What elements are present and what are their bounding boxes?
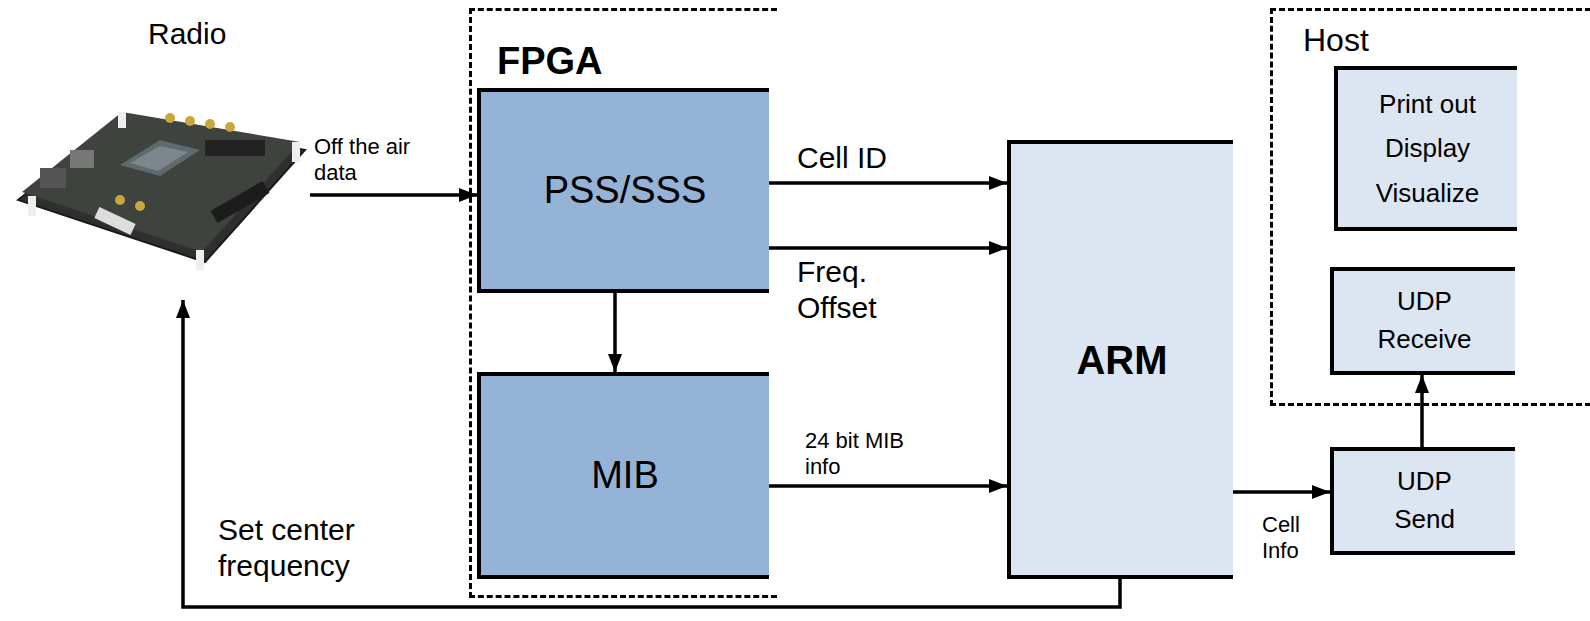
signal-arrow <box>183 300 1120 607</box>
sma-connector <box>115 195 125 205</box>
box-label: ARM <box>1076 336 1167 384</box>
signal-arrow <box>1233 490 1330 494</box>
signal-label: Off the air data <box>314 134 434 187</box>
board-chip <box>120 140 200 176</box>
edge-label-holder: Cell ID <box>797 140 947 176</box>
radio-node: Radio <box>10 10 310 300</box>
process-box: UDP Send <box>1330 447 1515 555</box>
signal-arrow <box>1420 375 1424 447</box>
process-box: Print out Display Visualize <box>1334 66 1517 231</box>
standoff <box>118 112 126 128</box>
signal-arrow <box>769 181 1007 185</box>
board-port <box>94 207 135 235</box>
host-group: HostPrint out Display VisualizeUDP Recei… <box>1270 8 1590 406</box>
process-box: PSS/SSS <box>477 88 769 293</box>
group-heading: Radio <box>148 16 226 52</box>
signal-arrow <box>769 246 1007 250</box>
box-label: MIB <box>591 453 659 499</box>
fpga-group: FPGA PSS/SSS MIB <box>469 8 777 598</box>
signal-label: Freq. Offset <box>797 254 907 326</box>
group-heading: Host <box>1303 21 1369 59</box>
standoff <box>292 142 300 162</box>
box-label: Print out Display Visualize <box>1353 82 1503 215</box>
signal-arrow <box>310 193 477 197</box>
edge-label-holder: Off the air data <box>314 134 434 187</box>
signal-arrow <box>613 293 617 372</box>
sma-connector <box>225 122 235 132</box>
board-chip-top <box>130 146 188 171</box>
signal-label: 24 bit MIB info <box>805 428 945 481</box>
box-label: PSS/SSS <box>544 168 707 214</box>
process-box: MIB <box>477 372 769 579</box>
standoff <box>28 196 36 216</box>
board-slot <box>205 140 265 156</box>
standoff <box>196 250 204 270</box>
board-port <box>40 168 66 188</box>
board-port <box>70 150 94 168</box>
process-box: UDP Receive <box>1330 267 1515 375</box>
processor-box: ARM <box>1007 140 1233 579</box>
edge-label-holder: 24 bit MIB info <box>805 428 945 481</box>
signal-arrow <box>769 484 1007 488</box>
group-heading: FPGA <box>497 39 603 85</box>
board-body <box>22 112 300 252</box>
box-label: UDP Send <box>1385 463 1465 538</box>
sma-connector <box>205 119 215 129</box>
radio-board <box>18 112 305 270</box>
sma-connector <box>185 116 195 126</box>
edge-label-holder: Freq. Offset <box>797 254 907 326</box>
signal-label: Cell ID <box>797 140 887 176</box>
sma-connector <box>165 113 175 123</box>
edge-label-holder: Set center frequency <box>218 512 393 584</box>
sma-connector <box>135 201 145 211</box>
board-connector <box>211 181 270 223</box>
edge-label-holder: Cell Info <box>1262 512 1324 565</box>
signal-label: Cell Info <box>1262 512 1324 565</box>
box-label: UDP Receive <box>1370 283 1480 358</box>
signal-label: Set center frequency <box>218 512 393 584</box>
